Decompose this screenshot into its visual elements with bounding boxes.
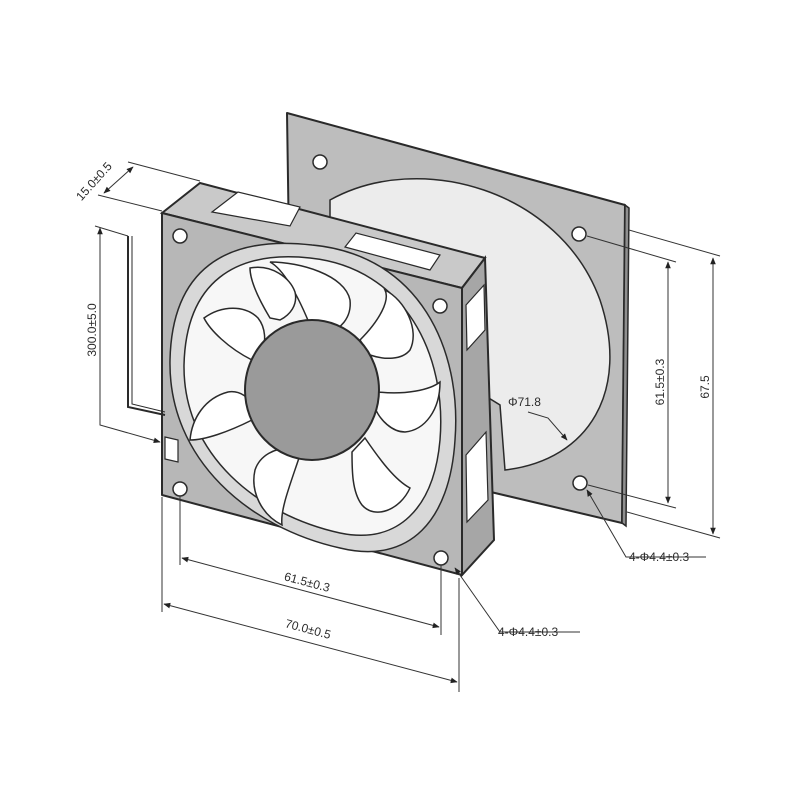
cable-wire-1 bbox=[127, 236, 166, 416]
dim-front-width bbox=[163, 602, 458, 684]
leader-front-hole bbox=[454, 567, 580, 633]
gasket-hole-top-left bbox=[312, 154, 328, 170]
blade-2 bbox=[359, 288, 414, 360]
side-slot-lower bbox=[465, 430, 489, 524]
ext-gasket-height-top bbox=[628, 229, 721, 257]
dim-front-pitch bbox=[181, 556, 440, 629]
ext-gasket-pitch-top bbox=[586, 235, 677, 263]
blade-8 bbox=[249, 266, 297, 321]
label-gasket-hole: 4-Φ4.4±0.3 bbox=[629, 550, 690, 564]
fan-hole-top-right bbox=[432, 298, 448, 314]
fan-hole-bottom-right bbox=[433, 550, 449, 566]
fan-hub bbox=[244, 319, 380, 461]
fan-hole-top-left bbox=[172, 228, 188, 244]
label-gasket-height: 67.5 bbox=[698, 375, 712, 399]
top-slot-left bbox=[210, 191, 301, 227]
ext-gasket-height-bottom bbox=[626, 511, 721, 539]
blade-3 bbox=[374, 380, 441, 433]
blade-4 bbox=[351, 436, 411, 513]
dimension-lines bbox=[94, 161, 721, 692]
ext-thickness-front bbox=[97, 194, 163, 212]
cable bbox=[127, 236, 166, 416]
leader-opening bbox=[527, 411, 568, 441]
blade-7 bbox=[203, 307, 266, 361]
side-slot-upper bbox=[465, 283, 486, 352]
cable-wire-2 bbox=[131, 236, 166, 413]
gasket-hole-top-right bbox=[571, 226, 587, 242]
cable-notch bbox=[164, 436, 179, 463]
label-thickness: 15.0±0.5 bbox=[73, 159, 115, 203]
label-opening-diameter: Φ71.8 bbox=[508, 395, 541, 409]
blade-5 bbox=[253, 447, 301, 527]
ext-thickness-back bbox=[127, 161, 201, 182]
dim-cable bbox=[97, 227, 161, 443]
label-front-hole: 4-Φ4.4±0.3 bbox=[498, 625, 559, 639]
fan-hole-bottom-left bbox=[172, 481, 188, 497]
leader-gasket-hole bbox=[586, 489, 706, 558]
fan-blades bbox=[189, 261, 441, 527]
top-slot-right bbox=[343, 232, 441, 271]
dim-thickness bbox=[103, 166, 134, 194]
label-gasket-pitch: 61.5±0.3 bbox=[653, 358, 667, 405]
label-cable-length: 300.0±5.0 bbox=[85, 303, 99, 357]
gasket-edge bbox=[621, 203, 630, 528]
ext-gasket-pitch-bottom bbox=[587, 484, 677, 509]
gasket-hole-bottom-right bbox=[572, 475, 588, 491]
